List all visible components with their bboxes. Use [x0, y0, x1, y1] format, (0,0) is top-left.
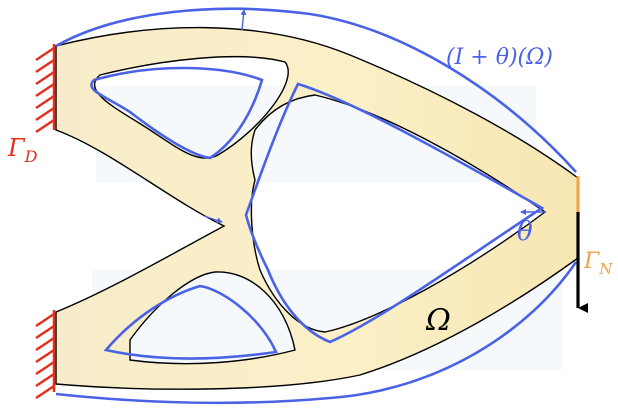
- dirichlet-support-bottom: [35, 310, 56, 400]
- gamma-d-label: ΓD: [7, 134, 38, 166]
- domain-omega: [55, 26, 579, 390]
- omega-label: Ω: [425, 303, 451, 338]
- perturbed-outer-bottom: [55, 261, 578, 405]
- perturbed-domain-label: (I + θ)(Ω): [446, 45, 553, 70]
- theta-label: θ: [517, 217, 533, 247]
- perturbed-hole-top: [90, 66, 264, 160]
- theta-arrow-top: [240, 9, 247, 31]
- theta-arrow-center: [203, 215, 223, 224]
- perturbed-domain: [55, 7, 578, 405]
- dirichlet-support-top: [35, 44, 56, 134]
- perturbed-outer-top: [55, 7, 577, 173]
- perturbed-hole-bottom: [103, 284, 278, 360]
- gamma-n-label: ΓN: [583, 249, 613, 278]
- perturbed-hole-middle: [244, 82, 545, 344]
